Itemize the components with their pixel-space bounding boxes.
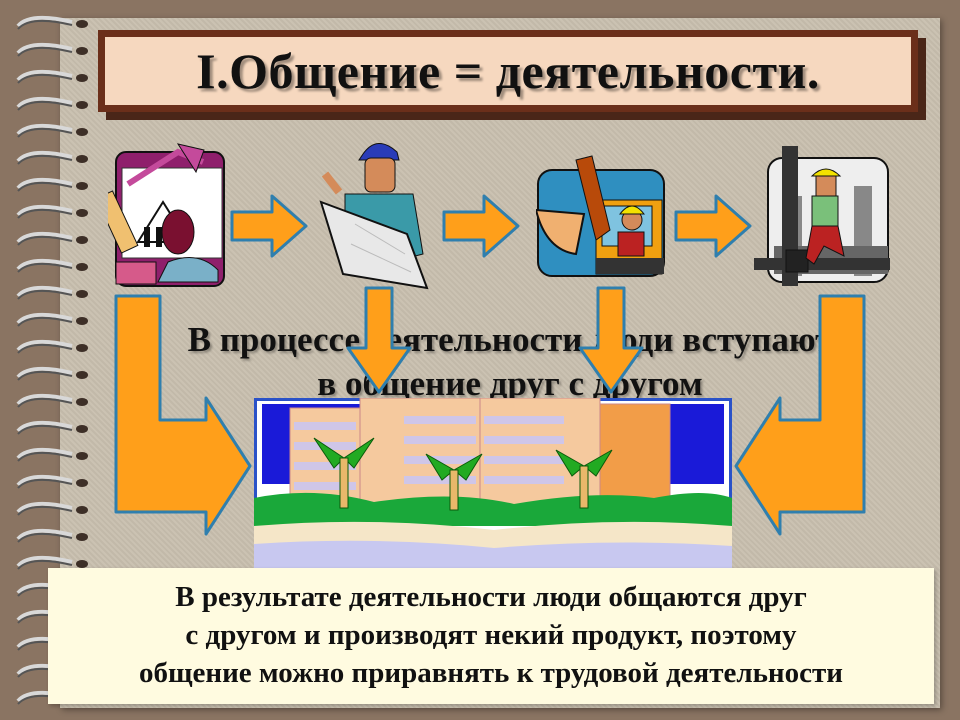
spiral-hole [76, 20, 88, 28]
spiral-ring-shadow [17, 19, 73, 30]
spiral-ring [16, 528, 73, 541]
result-line-3: общение можно приравнять к трудовой деят… [139, 657, 843, 689]
spiral-hole [76, 155, 88, 163]
spiral-ring [16, 285, 73, 298]
spiral-ring [16, 501, 73, 514]
spiral-ring [16, 123, 73, 136]
spiral-ring-shadow [17, 478, 73, 489]
spiral-ring-shadow [17, 208, 73, 219]
construction-worker-icon [754, 146, 890, 286]
spiral-ring-shadow [17, 370, 73, 381]
spiral-ring [16, 366, 73, 379]
spiral-ring [16, 339, 73, 352]
activity-statement: В процессе деятельности люди вступают в … [110, 318, 910, 406]
spiral-ring [16, 69, 73, 82]
spiral-ring-shadow [17, 154, 73, 165]
excavator-operator-icon [536, 155, 665, 277]
spiral-ring [16, 15, 73, 28]
result-line-1: В результате деятельности люди общаются … [175, 581, 807, 613]
spiral-hole [76, 263, 88, 271]
spiral-hole [76, 533, 88, 541]
spiral-ring [16, 42, 73, 55]
spiral-ring-shadow [17, 100, 73, 111]
slide-title: I.Общение = деятельности. [196, 43, 820, 99]
spiral-ring-shadow [17, 289, 73, 300]
spiral-ring [16, 258, 73, 271]
spiral-hole [76, 47, 88, 55]
spiral-ring [16, 474, 73, 487]
spiral-ring-shadow [17, 262, 73, 273]
spiral-hole [76, 209, 88, 217]
statement-line-1: В процессе деятельности люди вступают [187, 320, 833, 359]
architect-drawing-icon [108, 143, 225, 287]
spiral-ring-shadow [17, 451, 73, 462]
spiral-ring-shadow [17, 424, 73, 435]
spiral-hole [76, 317, 88, 325]
spiral-hole [76, 101, 88, 109]
spiral-ring-shadow [17, 46, 73, 57]
spiral-ring-shadow [17, 397, 73, 408]
spiral-ring [16, 204, 73, 217]
spiral-ring-shadow [17, 559, 73, 570]
spiral-ring-shadow [17, 505, 73, 516]
spiral-ring [16, 555, 73, 568]
spiral-ring [16, 447, 73, 460]
spiral-hole [76, 371, 88, 379]
spiral-hole [76, 398, 88, 406]
spiral-hole [76, 560, 88, 568]
result-box: В результате деятельности люди общаются … [48, 568, 934, 704]
spiral-ring [16, 150, 73, 163]
spiral-ring [16, 96, 73, 109]
spiral-ring-shadow [17, 181, 73, 192]
spiral-ring [16, 231, 73, 244]
spiral-ring [16, 393, 73, 406]
spiral-ring [16, 420, 73, 433]
title-box: I.Общение = деятельности. [98, 30, 918, 112]
spiral-hole [76, 425, 88, 433]
spiral-ring-shadow [17, 532, 73, 543]
spiral-hole [76, 452, 88, 460]
result-line-2: с другом и производят некий продукт, поэ… [185, 619, 797, 651]
spiral-hole [76, 344, 88, 352]
spiral-hole [76, 236, 88, 244]
spiral-hole [76, 128, 88, 136]
spiral-ring [16, 312, 73, 325]
spiral-hole [76, 290, 88, 298]
spiral-hole [76, 479, 88, 487]
finished-building-icon [254, 398, 732, 574]
spiral-ring [16, 177, 73, 190]
spiral-hole [76, 182, 88, 190]
worker-with-blueprint-icon [319, 143, 429, 290]
spiral-ring-shadow [17, 343, 73, 354]
spiral-ring-shadow [17, 316, 73, 327]
spiral-hole [76, 74, 88, 82]
spiral-ring-shadow [17, 73, 73, 84]
spiral-ring-shadow [17, 127, 73, 138]
spiral-ring-shadow [17, 235, 73, 246]
spiral-hole [76, 506, 88, 514]
